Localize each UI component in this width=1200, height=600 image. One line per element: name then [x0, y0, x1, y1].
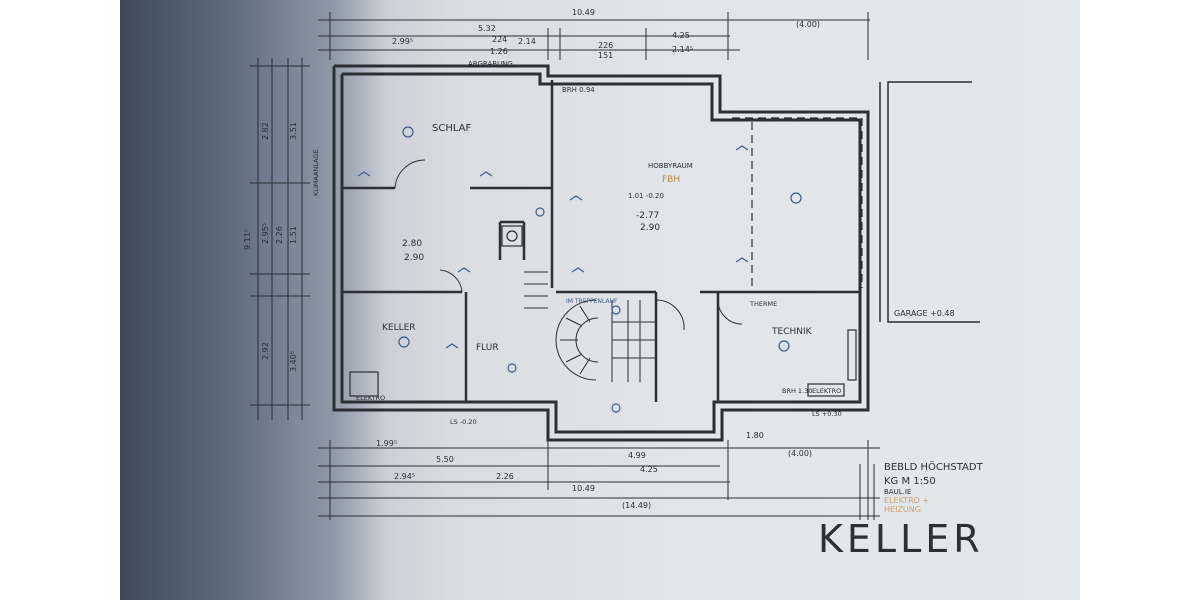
dim-left-e: 1.51: [289, 226, 298, 244]
room-schlaf: SCHLAF: [432, 123, 471, 134]
note-therme: THERME: [749, 300, 777, 308]
room-treppe: IM TREPPENLAUF: [566, 298, 618, 305]
dim-top-b: 2.14: [518, 37, 536, 46]
fixtures: [349, 225, 857, 397]
dim-top-f: 1.26: [490, 47, 508, 56]
electrical-symbols: [357, 126, 802, 413]
left-dimension-lines: [250, 58, 310, 420]
dim-top-e: 224: [492, 35, 507, 44]
dim-top-a: 2.99⁵: [392, 37, 413, 46]
dim-bottom-e: 2.26: [496, 472, 514, 481]
note-height-a: -2.77: [636, 211, 659, 221]
big-keller-label: KELLER: [818, 517, 984, 561]
dim-top-total: 10.49: [572, 8, 595, 17]
note-elektro-right: ELEKTRO: [812, 387, 841, 395]
dim-bottom-c: 2.94⁵: [394, 472, 415, 481]
note-ls-left: LS -0.20: [450, 418, 477, 426]
dim-left-d: 2.26: [275, 226, 284, 244]
title-line-2: KG M 1:50: [884, 476, 936, 487]
door-swings: [394, 159, 743, 331]
dim-top-h: 151: [598, 51, 613, 60]
room-keller: KELLER: [382, 323, 416, 333]
bottom-dimension-lines: [318, 440, 880, 520]
dim-bottom-total: 10.49: [572, 484, 595, 493]
note-ls-right: LS +0.30: [812, 410, 842, 418]
title-block-lines: [859, 464, 875, 520]
dim-top-extension: (4.00): [796, 20, 820, 29]
dim-bottom-overall: (14.49): [622, 501, 651, 510]
dim-top-g: 226: [598, 41, 613, 50]
note-elektro-left: ELEKTRO: [356, 394, 385, 402]
dim-left-c: 2.95⁵: [261, 223, 270, 244]
dim-left-f: 2.92: [261, 342, 270, 360]
dim-bottom-d: 4.25: [640, 465, 658, 474]
room-fbh: FBH: [662, 175, 680, 185]
note-brh-technik: BRH 1.30: [782, 387, 812, 395]
dim-left-g: 3.40⁵: [289, 351, 298, 372]
exterior-walls: [332, 64, 870, 442]
note-klimaanlage: KLIMAANLAGE: [312, 149, 320, 196]
note-height-d: 2.90: [404, 253, 424, 263]
title-line-5: HEIZUNG: [884, 505, 921, 514]
note-abgrabung: ABGRABUNG: [468, 60, 513, 68]
dim-bottom-f: 4.99: [628, 451, 646, 460]
interior-walls: [342, 80, 860, 402]
title-line-1: BEBLD HÖCHSTADT: [884, 460, 984, 473]
note-height-c: 2.80: [402, 239, 422, 249]
dim-left-b: 3.51: [289, 122, 298, 140]
note-brh: BRH 0.94: [562, 86, 595, 94]
dim-top-d: 2.14⁵: [672, 45, 693, 54]
room-technik: TECHNIK: [771, 327, 813, 337]
dim-top-left: 5.32: [478, 24, 496, 33]
garage-outline: [879, 81, 980, 323]
room-flur: FLUR: [476, 343, 499, 353]
note-height-b: 2.90: [640, 223, 660, 233]
staircase: [524, 271, 656, 382]
dashed-outline: [732, 117, 863, 288]
dim-left-a: 2.82: [261, 122, 270, 140]
dim-left-total: 9.11⁵: [243, 229, 252, 250]
dim-bottom-a: 1.99⁵: [376, 439, 397, 448]
title-line-4: ELEKTRO +: [884, 496, 929, 505]
dim-bottom-h: 1.80: [746, 431, 764, 440]
room-hobbyraum: HOBBYRAUM: [648, 162, 693, 170]
note-level: 1.01 -0.20: [628, 192, 664, 200]
title-line-3: BAUL.IE: [884, 488, 911, 496]
dim-top-c: 4.25: [672, 31, 690, 40]
top-dimension-lines: [318, 12, 870, 60]
dim-bottom-g: (4.00): [788, 449, 812, 458]
room-garage: GARAGE +0.48: [894, 309, 955, 318]
dim-bottom-b: 5.50: [436, 455, 454, 464]
